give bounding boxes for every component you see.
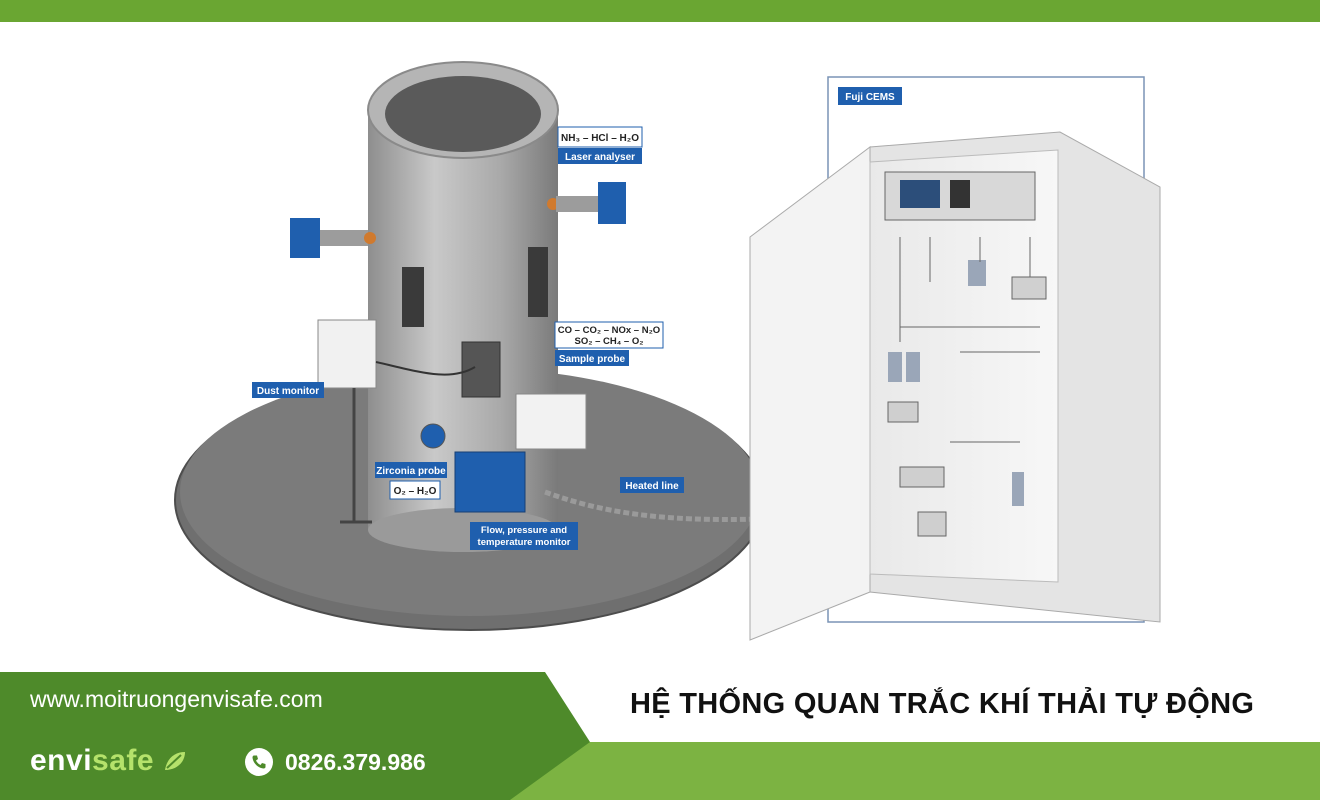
label-zirconia-probe: Zirconia probe xyxy=(375,462,447,478)
brand-prefix: envi xyxy=(30,744,93,777)
phone-icon xyxy=(245,748,273,776)
svg-text:temperature monitor: temperature monitor xyxy=(478,537,571,548)
laser-analyser-right xyxy=(547,182,626,224)
label-zirconia-formula: O₂ – H₂O xyxy=(389,480,441,500)
svg-text:Sample probe: Sample probe xyxy=(559,354,626,365)
label-flow-monitor: Flow, pressure and temperature monitor xyxy=(470,522,578,550)
label-heated-line: Heated line xyxy=(620,477,684,493)
brand-logo: envisafe xyxy=(30,744,187,778)
flow-monitor-unit xyxy=(454,451,526,513)
svg-text:Flow, pressure and: Flow, pressure and xyxy=(481,525,567,536)
svg-text:Dust monitor: Dust monitor xyxy=(257,386,319,397)
svg-text:Zirconia probe: Zirconia probe xyxy=(376,466,446,477)
svg-text:NH₃ – HCl – H₂O: NH₃ – HCl – H₂O xyxy=(561,133,639,144)
page-headline: HỆ THỐNG QUAN TRẮC KHÍ THẢI TỰ ĐỘNG xyxy=(630,688,1255,720)
svg-text:CO – CO₂ – NOx – N₂O: CO – CO₂ – NOx – N₂O xyxy=(558,325,660,336)
cems-diagram: NH₃ – HCl – H₂O Laser analyser CO – CO₂ … xyxy=(174,61,1161,641)
brand-suffix: safe xyxy=(92,744,155,777)
phone-contact[interactable]: 0826.379.986 xyxy=(245,748,426,776)
top-accent-bar xyxy=(0,0,1320,22)
footer-dark-panel xyxy=(0,672,590,800)
label-sample-formula: CO – CO₂ – NOx – N₂O SO₂ – CH₄ – O₂ xyxy=(554,321,664,349)
label-laser-formula: NH₃ – HCl – H₂O xyxy=(557,126,643,148)
phone-number: 0826.379.986 xyxy=(285,748,426,775)
footer-banner: www.moitruongenvisafe.com HỆ THỐNG QUAN … xyxy=(0,672,1320,800)
svg-text:SO₂ – CH₄ – O₂: SO₂ – CH₄ – O₂ xyxy=(575,336,644,347)
zirconia-probe-unit xyxy=(420,423,446,449)
svg-text:Laser analyser: Laser analyser xyxy=(565,152,635,163)
sample-probe-unit xyxy=(515,393,587,450)
label-laser-analyser: Laser analyser xyxy=(558,148,642,164)
footer-light-band xyxy=(500,742,1320,800)
label-sample-probe: Sample probe xyxy=(555,350,629,366)
label-fuji-cems: Fuji CEMS xyxy=(838,87,902,105)
fuji-cems-cabinet xyxy=(749,76,1161,641)
svg-text:O₂ – H₂O: O₂ – H₂O xyxy=(394,486,437,497)
dust-monitor-unit xyxy=(317,319,476,524)
laser-analyser-left xyxy=(290,218,376,258)
website-link[interactable]: www.moitruongenvisafe.com xyxy=(30,686,323,712)
label-dust-monitor: Dust monitor xyxy=(252,382,324,398)
svg-text:Heated line: Heated line xyxy=(625,481,679,492)
svg-text:Fuji CEMS: Fuji CEMS xyxy=(845,92,895,103)
leaf-icon xyxy=(164,752,185,770)
